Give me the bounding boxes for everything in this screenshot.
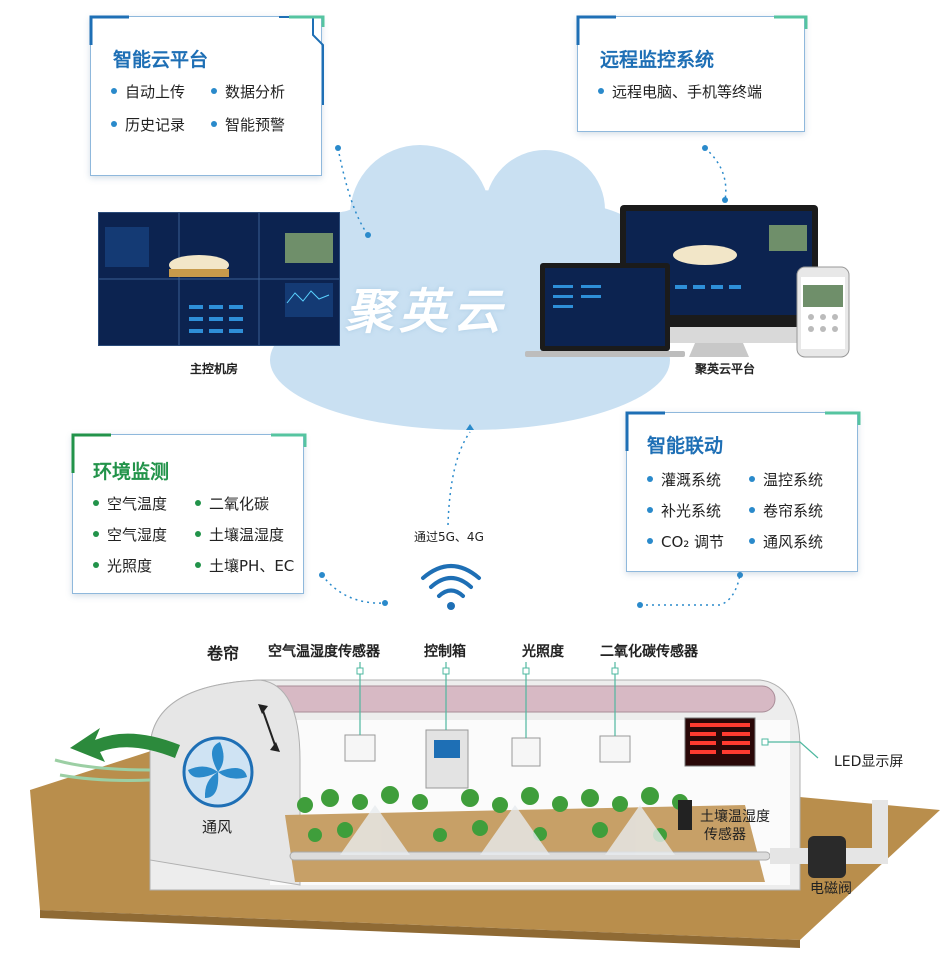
- remote-monitor-card: 远程监控系统 远程电脑、手机等终端: [576, 15, 808, 132]
- env-item-air-temp: 空气温度: [93, 493, 167, 514]
- cloud-brand: 聚英云: [345, 284, 508, 340]
- env-item-co2: 二氧化碳: [195, 493, 269, 514]
- cloud-platform-title: 智能云平台: [113, 49, 209, 71]
- wifi-icon: [421, 564, 481, 610]
- control-room-screens: [98, 212, 340, 346]
- env-item-soil-temp-humidity: 土壤温湿度: [195, 524, 284, 545]
- greenhouse-scene: [30, 662, 940, 948]
- card-corner-deco: [576, 15, 808, 45]
- link-item-ventilation: 通风系统: [749, 531, 823, 552]
- cloud-item-history: 历史记录: [111, 114, 185, 135]
- env-item-light: 光照度: [93, 555, 152, 576]
- valve-label: 电磁阀: [810, 881, 852, 897]
- link-item-supplement-light: 补光系统: [647, 500, 721, 521]
- curtain-label: 卷帘: [207, 644, 240, 663]
- soil-sensor-label-1: 土壤温湿度: [700, 809, 770, 825]
- light-label: 光照度: [522, 644, 564, 660]
- platform-devices: [525, 205, 850, 358]
- link-item-temp-control: 温控系统: [749, 469, 823, 490]
- env-item-air-humidity: 空气湿度: [93, 524, 167, 545]
- led-screen-label: LED显示屏: [834, 754, 904, 770]
- smart-link-card: 智能联动 灌溉系统 温控系统 补光系统 卷帘系统 CO₂ 调节 通风系统: [625, 411, 861, 572]
- platform-label: 聚英云平台: [695, 362, 756, 376]
- link-item-curtain: 卷帘系统: [749, 500, 823, 521]
- card-corner-deco: [71, 433, 307, 473]
- air-sensor-label: 空气温湿度传感器: [268, 644, 380, 660]
- cloud-item-warning: 智能预警: [211, 114, 285, 135]
- remote-monitor-title: 远程监控系统: [600, 49, 715, 71]
- control-box-label: 控制箱: [424, 644, 466, 660]
- dashboard-graphic: [99, 213, 339, 345]
- link-item-co2-adjust: CO₂ 调节: [647, 531, 724, 552]
- card-corner-deco: [625, 411, 861, 451]
- ventilation-label: 通风: [202, 818, 233, 836]
- card-corner-deco: [89, 15, 325, 105]
- network-label: 通过5G、4G: [414, 530, 484, 544]
- cloud-item-analysis: 数据分析: [211, 81, 285, 102]
- cloud-item-upload: 自动上传: [111, 81, 185, 102]
- link-item-irrigation: 灌溉系统: [647, 469, 721, 490]
- env-item-soil-ph-ec: 土壤PH、EC: [195, 555, 294, 576]
- soil-sensor-label-2: 传感器: [704, 827, 746, 843]
- remote-item-terminals: 远程电脑、手机等终端: [598, 81, 762, 102]
- smart-link-title: 智能联动: [647, 435, 724, 457]
- control-room-label: 主控机房: [190, 362, 239, 376]
- cloud-platform-card: 智能云平台 自动上传 数据分析 历史记录 智能预警: [89, 15, 325, 176]
- co2-sensor-label: 二氧化碳传感器: [600, 644, 698, 660]
- env-monitor-title: 环境监测: [93, 461, 170, 483]
- env-monitor-card: 环境监测 空气温度 二氧化碳 空气湿度 土壤温湿度 光照度 土壤PH、EC: [71, 433, 307, 594]
